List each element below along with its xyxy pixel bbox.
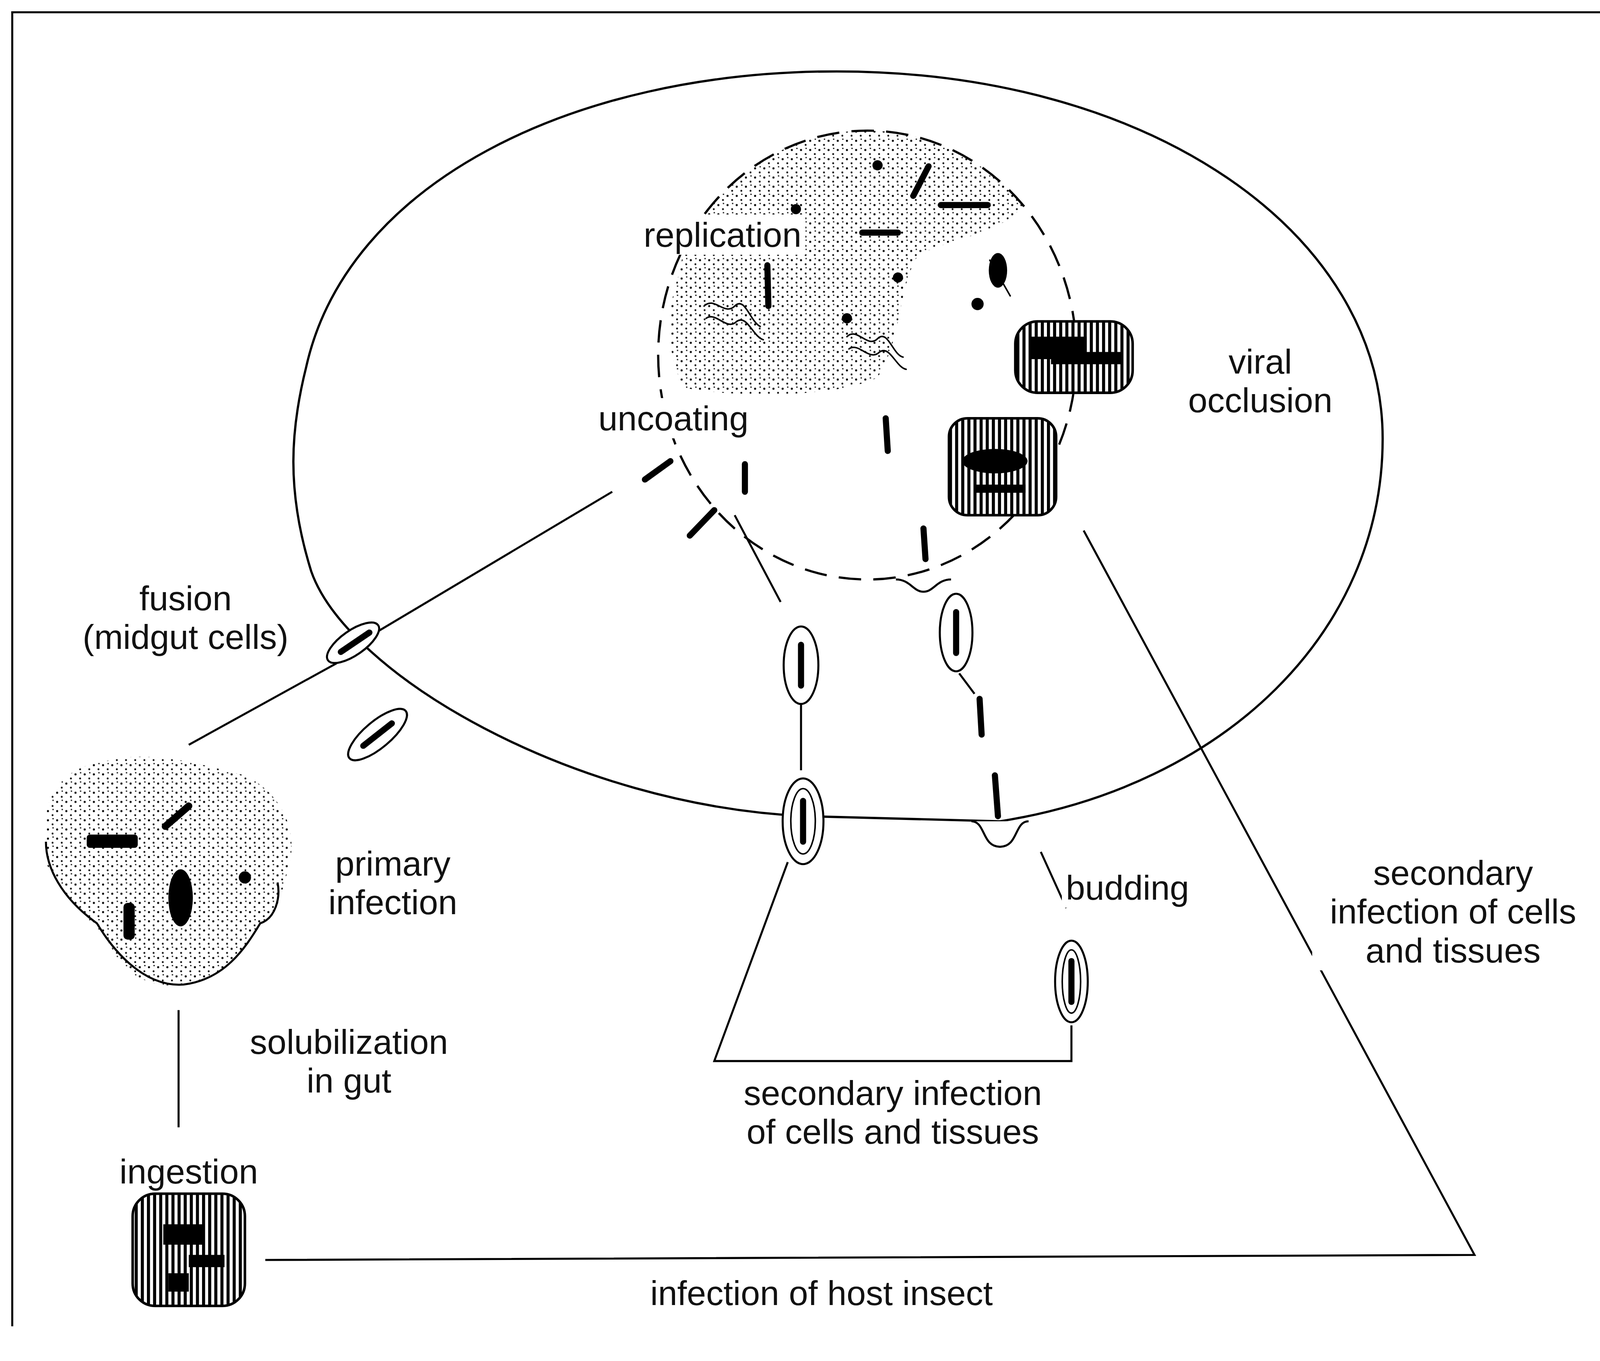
process-label: replication — [639, 214, 806, 255]
process-label: fusion (midgut cells) — [80, 578, 292, 657]
process-label: primary infection — [312, 844, 474, 922]
cycle-label: infection of host insect — [646, 1272, 998, 1314]
process-label: viral occlusion — [1175, 342, 1345, 420]
process-label: solubilization in gut — [242, 1022, 456, 1101]
process-label: ingestion — [119, 1152, 259, 1191]
bracket-label: secondary infection of cells and tissues — [729, 1072, 1056, 1152]
process-label: budding — [1061, 867, 1194, 908]
bracket-label: secondary infection of cells and tissues — [1312, 852, 1594, 971]
process-label: uncoating — [594, 398, 753, 439]
